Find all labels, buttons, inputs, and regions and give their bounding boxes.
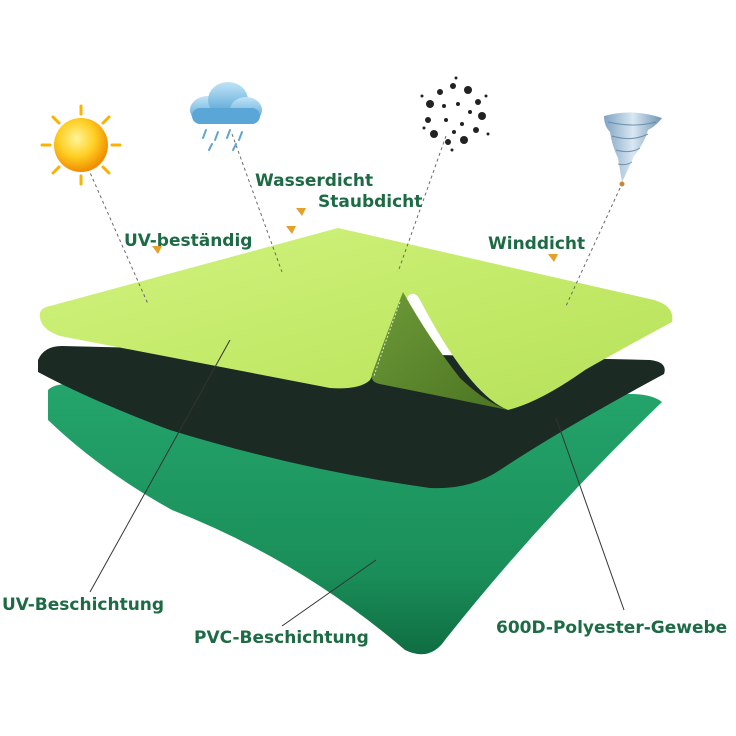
top-layer-fold (371, 292, 508, 410)
arrow-windproof (548, 254, 558, 262)
label-pvc-coating: PVC-Beschichtung (194, 628, 369, 648)
label-windproof: Winddicht (488, 234, 585, 254)
label-uv-coating: UV-Beschichtung (2, 595, 164, 615)
sun-icon (40, 104, 122, 186)
leader-pvc-coating (281, 559, 377, 627)
leader-sun (87, 167, 149, 305)
label-uv-resistant: UV-beständig (124, 231, 252, 251)
leader-cloud (231, 133, 283, 273)
leader-uv-coating (89, 339, 231, 593)
leader-polyester (555, 417, 625, 611)
rain-cloud-icon (190, 82, 262, 151)
arrow-uv-resistant (152, 246, 162, 254)
arrow-dustproof (296, 208, 306, 216)
label-dustproof: Staubdicht (318, 192, 422, 212)
label-waterproof: Wasserdicht (255, 171, 373, 191)
top-layer-uv (39, 228, 673, 410)
leader-dust (397, 135, 447, 273)
leader-tornado (565, 187, 621, 307)
label-polyester-fabric: 600D-Polyester-Gewebe (496, 618, 727, 638)
tornado-icon (604, 112, 662, 187)
arrow-waterproof (286, 226, 296, 234)
dust-icon (420, 76, 490, 152)
